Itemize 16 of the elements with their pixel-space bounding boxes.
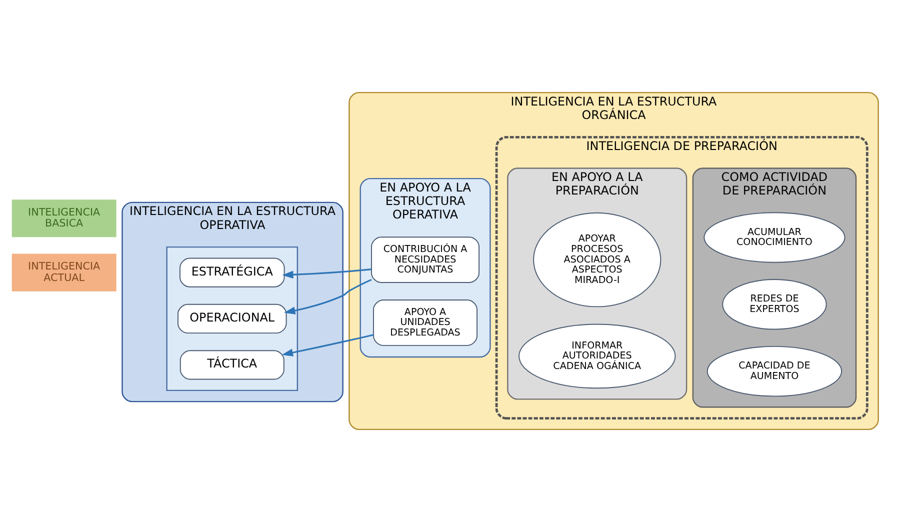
arrow [282, 268, 372, 279]
node-box: INTELIGENCIA ACTUAL [12, 254, 116, 292]
cluster [166, 246, 298, 392]
node-ellipse: APOYAR PROCESOS ASOCIADOS A ASPECTOS MIRADO-I [533, 212, 662, 308]
node-ellipse: REDES DE EXPERTOS [722, 279, 827, 330]
node-box: ESTRATÉGICA [179, 258, 285, 288]
node-ellipse: CAPACIDAD DE AUMENTO [706, 346, 842, 397]
node-box: CONTRIBUCIÓN A NECSIDADES CONJUNTAS [371, 236, 480, 283]
node-box: TÁCTICA [180, 350, 284, 380]
arrow [282, 334, 374, 356]
node-ellipse: ACUMULAR CONOCIMIENTO [704, 212, 846, 263]
node-ellipse: INFORMAR AUTORIDADES CADENA OGÁNICA [518, 324, 676, 389]
node-box: INTELIGENCIA BASICA [12, 200, 116, 238]
node-box: OPERACIONAL [178, 304, 287, 334]
node-box: APOYO A UNIDADES DESPLEGADAS [373, 300, 478, 346]
arrow [284, 278, 372, 314]
